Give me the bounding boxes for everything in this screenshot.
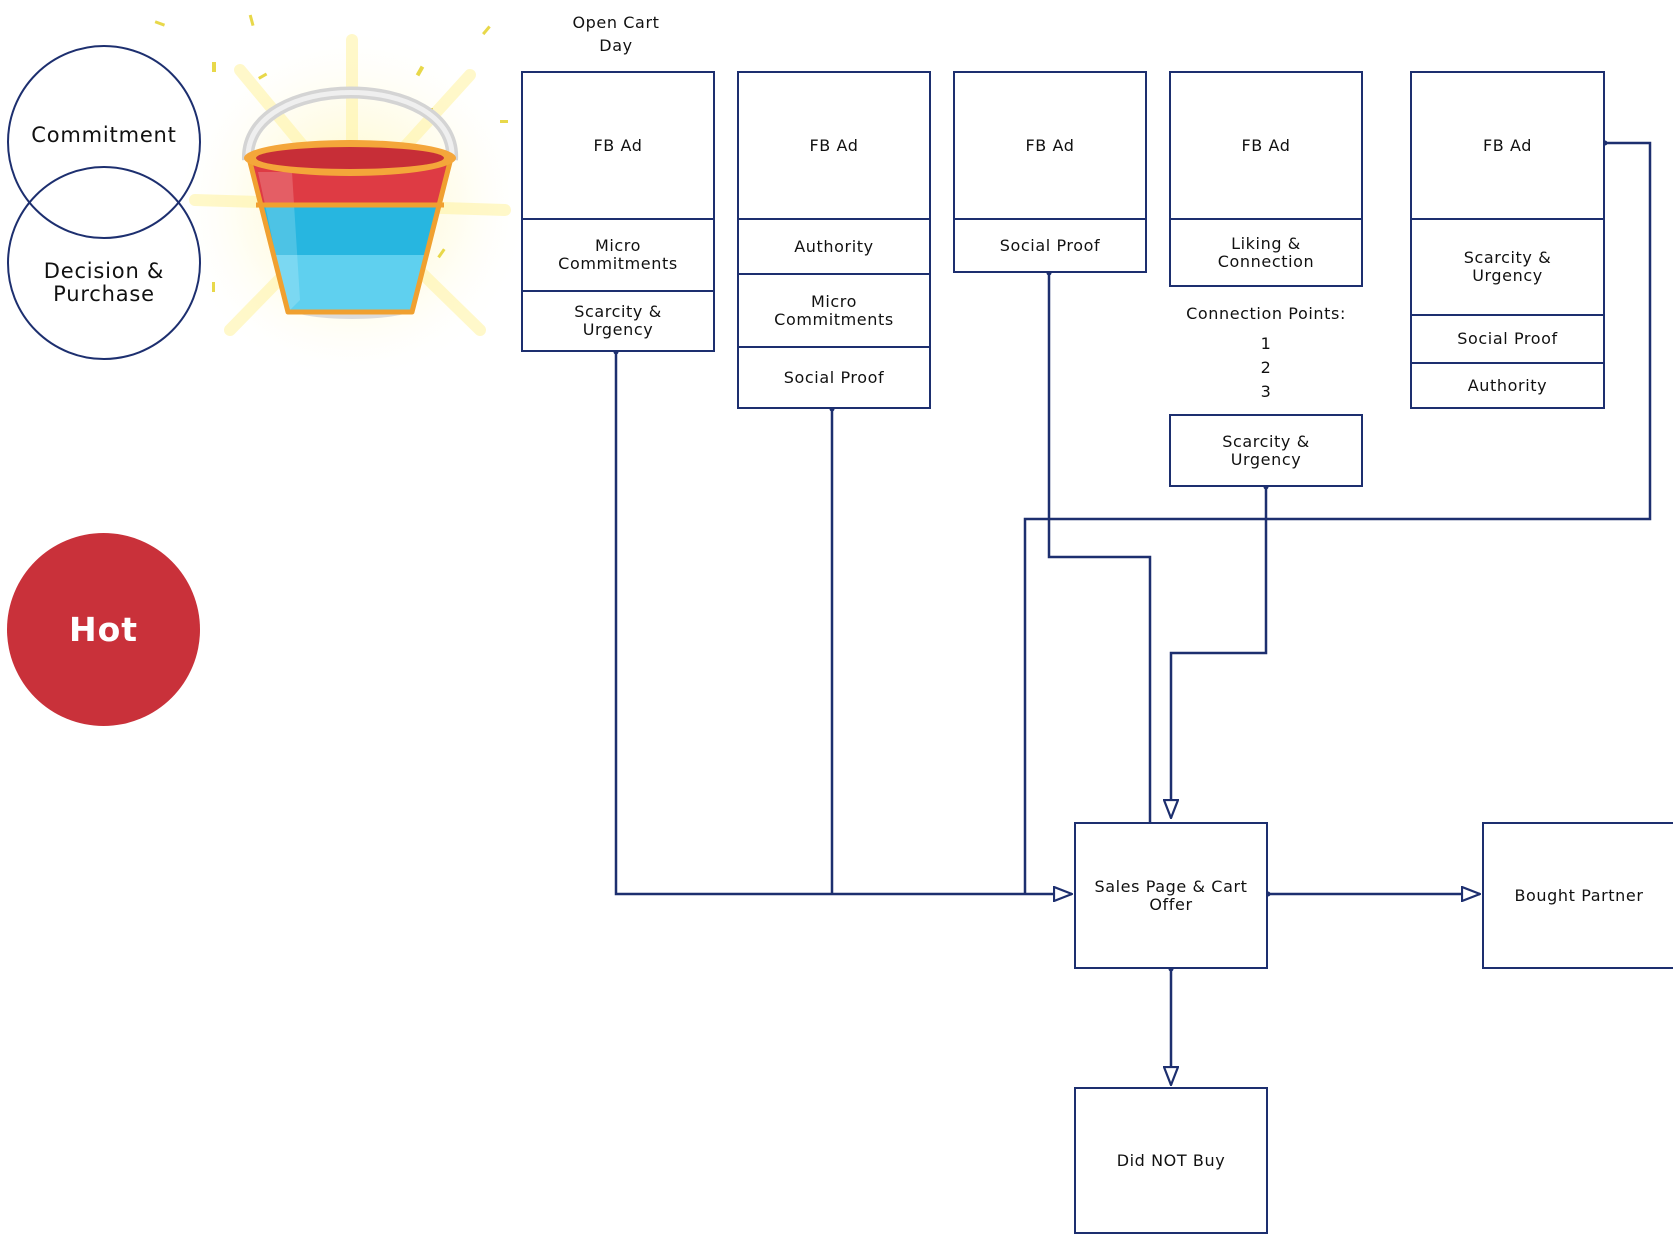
connector-seq4 <box>1171 485 1268 818</box>
commitment-label: Commitment <box>31 123 177 147</box>
micro-commitments-cell: Micro Commitments <box>523 218 713 290</box>
hot-badge: Hot <box>7 533 200 726</box>
scarcity-urgency-box: Scarcity & Urgency <box>1169 414 1363 487</box>
scarcity-urgency-cell: Scarcity & Urgency <box>1412 218 1603 314</box>
connector-seq3 <box>1047 271 1150 843</box>
connection-points-title: Connection Points: <box>1186 304 1346 323</box>
open-cart-day-label: Open Cart Day <box>572 13 660 55</box>
fb-ad-cell: FB Ad <box>809 135 859 155</box>
connection-point-3: 3 <box>1260 382 1272 401</box>
fb-ad-cell: FB Ad <box>1482 135 1533 155</box>
scarcity-urgency-cell: Scarcity & Urgency <box>1222 431 1310 469</box>
social-proof-cell: Social Proof <box>955 218 1145 271</box>
fb-ad-cell: FB Ad <box>1025 135 1075 155</box>
did-not-buy-label: Did NOT Buy <box>1116 1150 1226 1170</box>
sales-page-box: Sales Page & Cart Offer <box>1074 822 1268 969</box>
micro-commitments-cell: Micro Commitments <box>739 273 929 346</box>
liking-connection-cell: Liking & Connection <box>1171 218 1361 285</box>
social-proof-cell: Social Proof <box>739 346 929 407</box>
scarcity-urgency-cell: Scarcity & Urgency <box>523 290 713 350</box>
authority-cell: Authority <box>1412 362 1603 407</box>
fb-ad-cell: FB Ad <box>593 135 643 155</box>
sequence-1: FB Ad Micro Commitments Scarcity & Urgen… <box>521 71 715 352</box>
sequence-4: FB Ad Liking & Connection <box>1169 71 1363 287</box>
sales-page-label: Sales Page & Cart Offer <box>1094 876 1248 914</box>
fb-ad-cell: FB Ad <box>1241 135 1291 155</box>
connector-seq1 <box>614 350 1072 894</box>
did-not-buy-box: Did NOT Buy <box>1074 1087 1268 1234</box>
sequence-5: FB Ad Scarcity & Urgency Social Proof Au… <box>1410 71 1605 409</box>
sequence-2: FB Ad Authority Micro Commitments Social… <box>737 71 931 409</box>
connection-point-2: 2 <box>1260 358 1272 377</box>
decision-circle: Decision & Purchase <box>7 166 201 360</box>
hot-label: Hot <box>68 610 139 649</box>
bought-partner-label: Bought Partner <box>1514 885 1644 905</box>
connector-seq5 <box>1023 141 1652 894</box>
decision-label: Decision & Purchase <box>43 259 165 306</box>
connection-point-1: 1 <box>1260 334 1272 353</box>
social-proof-cell: Social Proof <box>1412 314 1603 362</box>
bought-partner-box: Bought Partner <box>1482 822 1673 969</box>
authority-cell: Authority <box>739 218 929 273</box>
sequence-3: FB Ad Social Proof <box>953 71 1147 273</box>
